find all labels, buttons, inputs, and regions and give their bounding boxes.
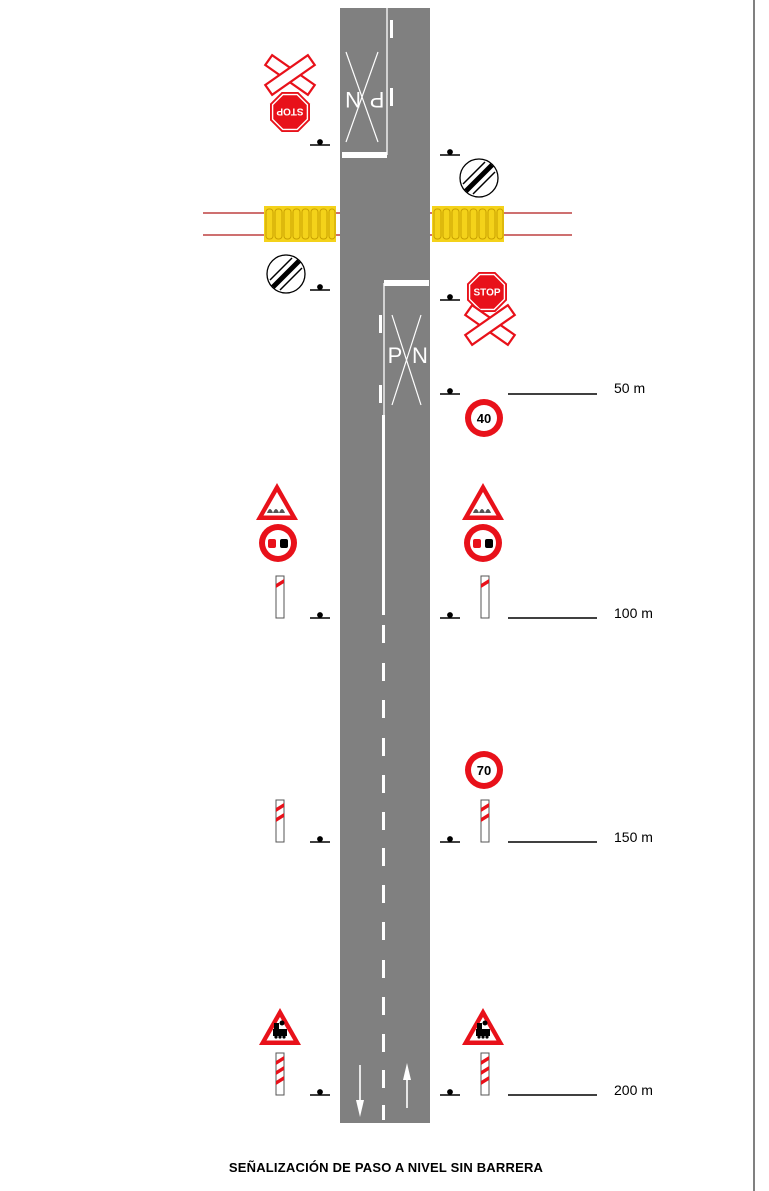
distance-lines: [508, 393, 597, 1096]
no-overtaking-icon: [259, 524, 297, 562]
end-restrictions-icon: [267, 255, 305, 293]
no-overtaking-icon: [464, 524, 502, 562]
level-crossing-warning-icon: [259, 1008, 301, 1045]
countdown-post-3: [480, 1052, 490, 1096]
countdown-post-3: [275, 1052, 285, 1096]
countdown-post-2: [275, 799, 285, 843]
countdown-post-1: [480, 575, 490, 619]
speed-limit-70-sign: 70: [465, 751, 503, 789]
centre-line: [382, 415, 385, 1120]
arrow-up-icon: [403, 1063, 411, 1108]
st-andrews-cross-icon: [264, 54, 316, 96]
diagram-title: SEÑALIZACIÓN DE PASO A NIVEL SIN BARRERA: [229, 1160, 544, 1175]
level-crossing-warning-icon: [462, 1008, 504, 1045]
stop-line-bottom: [384, 280, 429, 286]
distance-label-200: 200 m: [614, 1082, 653, 1098]
countdown-post-2: [480, 799, 490, 843]
svg-text:STOP: STOP: [276, 106, 303, 117]
speed-limit-40-sign: 40: [465, 399, 503, 437]
uneven-road-warning-icon: [256, 483, 298, 520]
distance-label-100: 100 m: [614, 605, 653, 621]
lane-ticks: [379, 20, 393, 403]
crossing-barrier-left: [263, 205, 337, 243]
svg-text:STOP: STOP: [473, 288, 500, 299]
pn-letter-p-top: P: [370, 87, 385, 112]
pn-marking-top: P N: [345, 51, 385, 143]
countdown-post-1: [275, 575, 285, 619]
stop-sign-right: STOP: [466, 271, 508, 313]
svg-text:40: 40: [477, 411, 491, 426]
arrow-down-icon: [356, 1065, 364, 1117]
end-restrictions-icon: [460, 159, 498, 197]
distance-label-150: 150 m: [614, 829, 653, 845]
sign-post-markers: [310, 139, 460, 1096]
stop-line-top: [342, 152, 387, 158]
pn-letter-n-bottom: N: [412, 343, 428, 368]
svg-text:70: 70: [477, 763, 491, 778]
distance-label-50: 50 m: [614, 380, 645, 396]
uneven-road-warning-icon: [462, 483, 504, 520]
crossing-barrier-right: [431, 205, 505, 243]
stop-sign-top-left: STOP: [269, 91, 311, 133]
pn-letter-n-top: N: [345, 87, 361, 112]
pn-marking-bottom: P N: [388, 314, 428, 406]
pn-letter-p-bottom: P: [388, 343, 403, 368]
